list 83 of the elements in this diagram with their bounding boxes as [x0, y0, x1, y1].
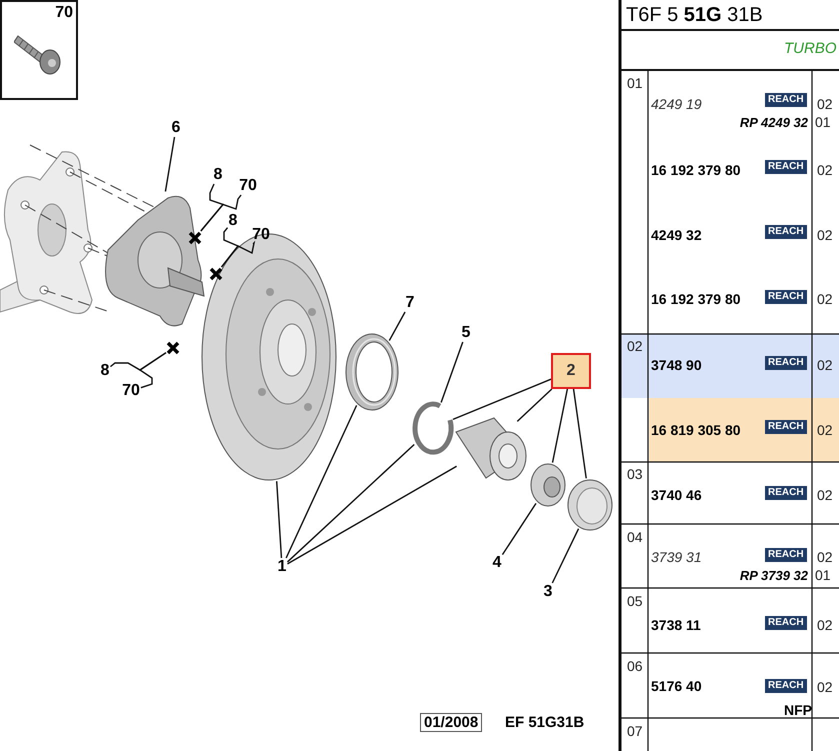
part-number: 16 192 379 80	[651, 292, 741, 306]
quantity: 02	[817, 358, 833, 372]
fastener-cross-mark	[209, 267, 223, 281]
dust-cap-drawing	[566, 478, 614, 532]
reach-badge: REACH	[765, 290, 807, 304]
leader-line	[552, 388, 568, 463]
circlip-drawing	[410, 400, 454, 456]
callout-number: 6	[172, 120, 180, 136]
reach-badge: REACH	[765, 225, 807, 239]
part-number: 16 819 305 80	[651, 423, 741, 437]
callout-number: 8	[228, 213, 238, 229]
row-number: 03	[627, 467, 643, 481]
quantity: 02	[817, 163, 833, 177]
quantity: 01	[815, 115, 831, 129]
callout-number: 70	[55, 5, 73, 21]
reach-badge: REACH	[765, 616, 807, 630]
catalog-code: T6F 5 51G 31B	[626, 5, 763, 25]
row-number: 07	[627, 724, 643, 738]
reach-badge: REACH	[765, 93, 807, 107]
callout-number: 1	[278, 559, 286, 575]
reach-badge: REACH	[765, 420, 807, 434]
callout-number: 70	[239, 178, 257, 194]
part-number: 16 192 379 80	[651, 163, 741, 177]
leader-line	[388, 312, 406, 341]
inset-box	[0, 0, 78, 100]
quantity: 02	[817, 97, 833, 111]
reach-badge: REACH	[765, 486, 807, 500]
part-number: 3738 11	[651, 618, 701, 632]
reach-badge: REACH	[765, 356, 807, 370]
fastener-cross-mark	[188, 231, 202, 245]
row-number: 02	[627, 339, 643, 353]
leader-line	[286, 444, 415, 562]
row-number: 01	[627, 76, 643, 90]
callout-number: 4	[492, 555, 502, 571]
reach-badge: REACH	[765, 548, 807, 562]
part-number: 4249 32	[651, 228, 702, 242]
replacement-part-number: RP 4249 32	[740, 116, 808, 129]
row-number: 05	[627, 594, 643, 608]
hub-nut-drawing	[528, 462, 568, 508]
leader-line	[276, 481, 282, 558]
quantity: 02	[817, 423, 833, 437]
quantity: 02	[817, 618, 833, 632]
quantity: 02	[817, 680, 833, 694]
part-number: 3748 90	[651, 358, 702, 372]
leader-line	[572, 388, 587, 478]
row-number: 04	[627, 530, 643, 544]
callout-number: 8	[214, 167, 222, 183]
reach-badge: REACH	[765, 679, 807, 693]
quantity: 02	[817, 228, 833, 242]
leader-line	[440, 342, 464, 403]
row-number: 06	[627, 659, 643, 673]
callout-number: 70	[122, 383, 140, 399]
part-number: 3740 46	[651, 488, 702, 502]
leader-line	[220, 240, 256, 268]
callout-number: 2	[551, 353, 591, 389]
note: NFP	[784, 703, 812, 717]
leader-line	[452, 378, 552, 420]
callout-number: 5	[462, 325, 470, 341]
engine-type: TURBO	[784, 41, 836, 56]
leader-line	[502, 503, 537, 556]
leader-line	[138, 352, 166, 388]
callout-number: 7	[406, 295, 414, 311]
leader-line	[286, 405, 358, 558]
diagram-reference: EF 51G31B	[505, 715, 584, 730]
leader-line	[164, 136, 176, 192]
leader-line	[516, 388, 552, 422]
quantity: 02	[817, 292, 833, 306]
fastener-cross-mark	[166, 341, 180, 355]
part-number: 5176 40	[651, 679, 702, 693]
leader-line	[287, 466, 457, 564]
replacement-part-number: RP 3739 32	[740, 569, 808, 582]
callout-number: 3	[544, 584, 552, 600]
part-number: 4249 19	[651, 97, 702, 111]
callout-number: 8	[100, 363, 110, 379]
leader-line	[200, 194, 242, 232]
part-number: 3739 31	[651, 550, 702, 564]
reach-badge: REACH	[765, 160, 807, 174]
quantity: 01	[815, 568, 831, 582]
quantity: 02	[817, 488, 833, 502]
quantity: 02	[817, 550, 833, 564]
leader-line	[552, 528, 580, 584]
date-stamp: 01/2008	[420, 713, 482, 732]
seal-ring-drawing	[344, 332, 400, 412]
